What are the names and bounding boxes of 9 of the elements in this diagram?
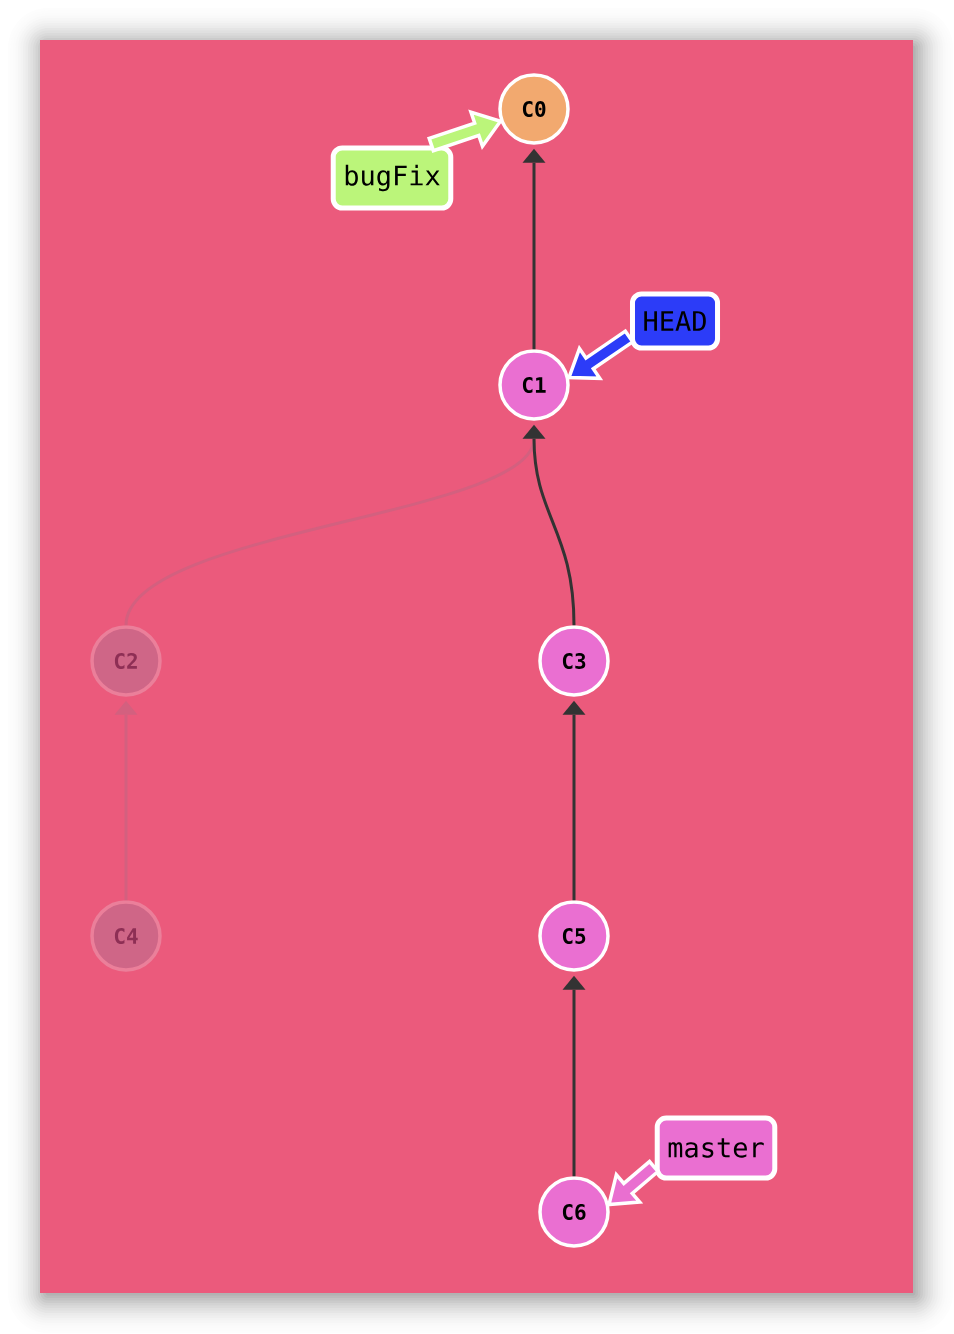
branch-tag: bugFix: [330, 145, 454, 211]
branch-tag: master: [654, 1115, 778, 1181]
arrow: [522, 424, 576, 626]
arrow: [562, 975, 586, 1177]
branch-tag: HEAD: [630, 291, 720, 351]
arrow: [114, 700, 138, 901]
pointer-arrow: [427, 109, 504, 153]
arrow: [562, 700, 586, 901]
arrow: [522, 148, 546, 350]
